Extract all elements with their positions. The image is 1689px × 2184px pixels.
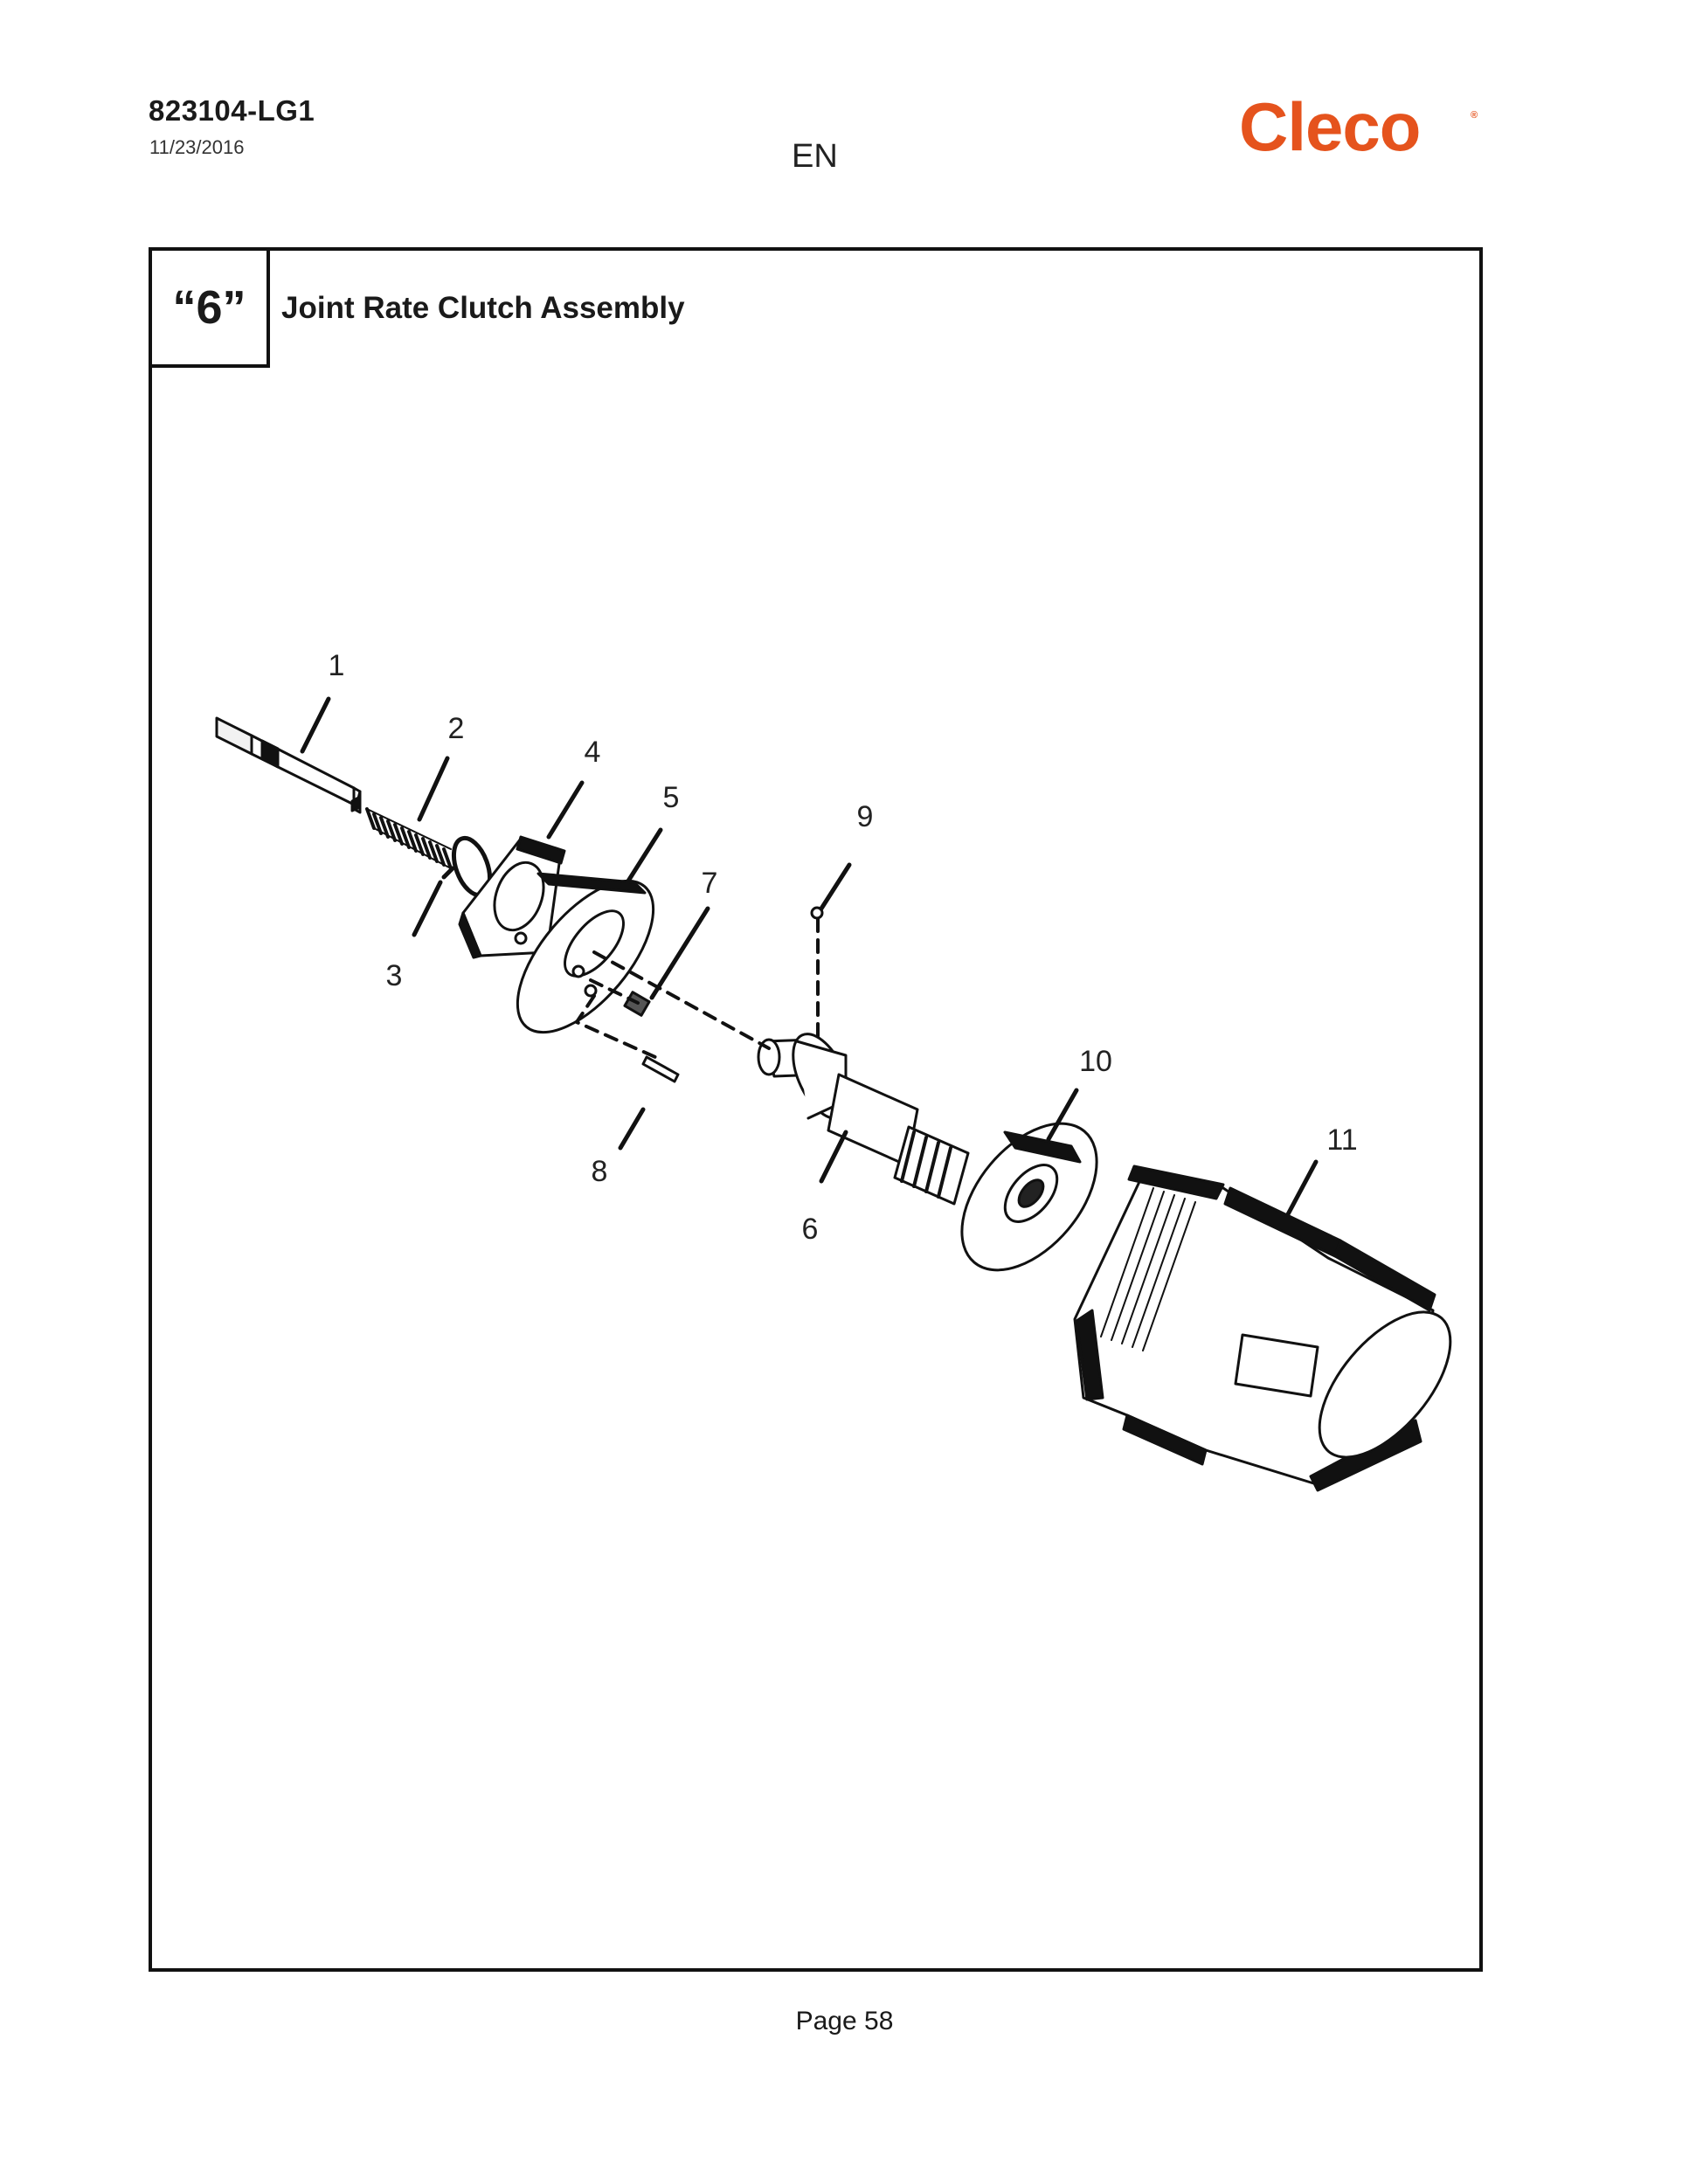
content-frame: [149, 247, 1483, 1972]
callout-10: 10: [1079, 1045, 1112, 1078]
part-5-clutch-disc: [516, 872, 655, 1034]
callout-labels: 1 2 3 4 5 6 7 8 9 10 11: [329, 649, 1358, 1246]
part-2-spring: [365, 807, 453, 870]
registered-mark: ®: [1471, 110, 1478, 121]
assembly-guide-lines: [575, 917, 820, 1059]
callout-8: 8: [592, 1155, 608, 1188]
part-8-dowel-pin: [641, 1055, 680, 1083]
callout-6: 6: [802, 1213, 819, 1246]
callout-leader-lines: [300, 696, 1319, 1217]
callout-7: 7: [702, 867, 718, 900]
part-1-plunger-pin: [215, 716, 362, 814]
doc-number: 823104-LG1: [149, 94, 315, 127]
section-number-box: “6”: [149, 247, 270, 368]
callout-9: 9: [857, 800, 874, 833]
part-11-housing: [1073, 1165, 1452, 1492]
cleco-logo: Cleco: [1239, 88, 1421, 165]
callout-3: 3: [386, 959, 403, 992]
doc-date: 11/23/2016: [149, 136, 245, 158]
language-code: EN: [792, 138, 838, 175]
part-6-clutch-shaft: [757, 1033, 970, 1206]
section-title: Joint Rate Clutch Assembly: [281, 291, 685, 325]
part-10-bearing: [960, 1122, 1098, 1272]
callout-5: 5: [663, 781, 680, 814]
page-number: Page 58: [795, 2007, 894, 2035]
callout-4: 4: [585, 736, 601, 769]
callout-2: 2: [448, 712, 465, 745]
part-4-clutch-plate: [458, 835, 566, 959]
callout-1: 1: [329, 649, 345, 682]
callout-11: 11: [1326, 1123, 1357, 1157]
